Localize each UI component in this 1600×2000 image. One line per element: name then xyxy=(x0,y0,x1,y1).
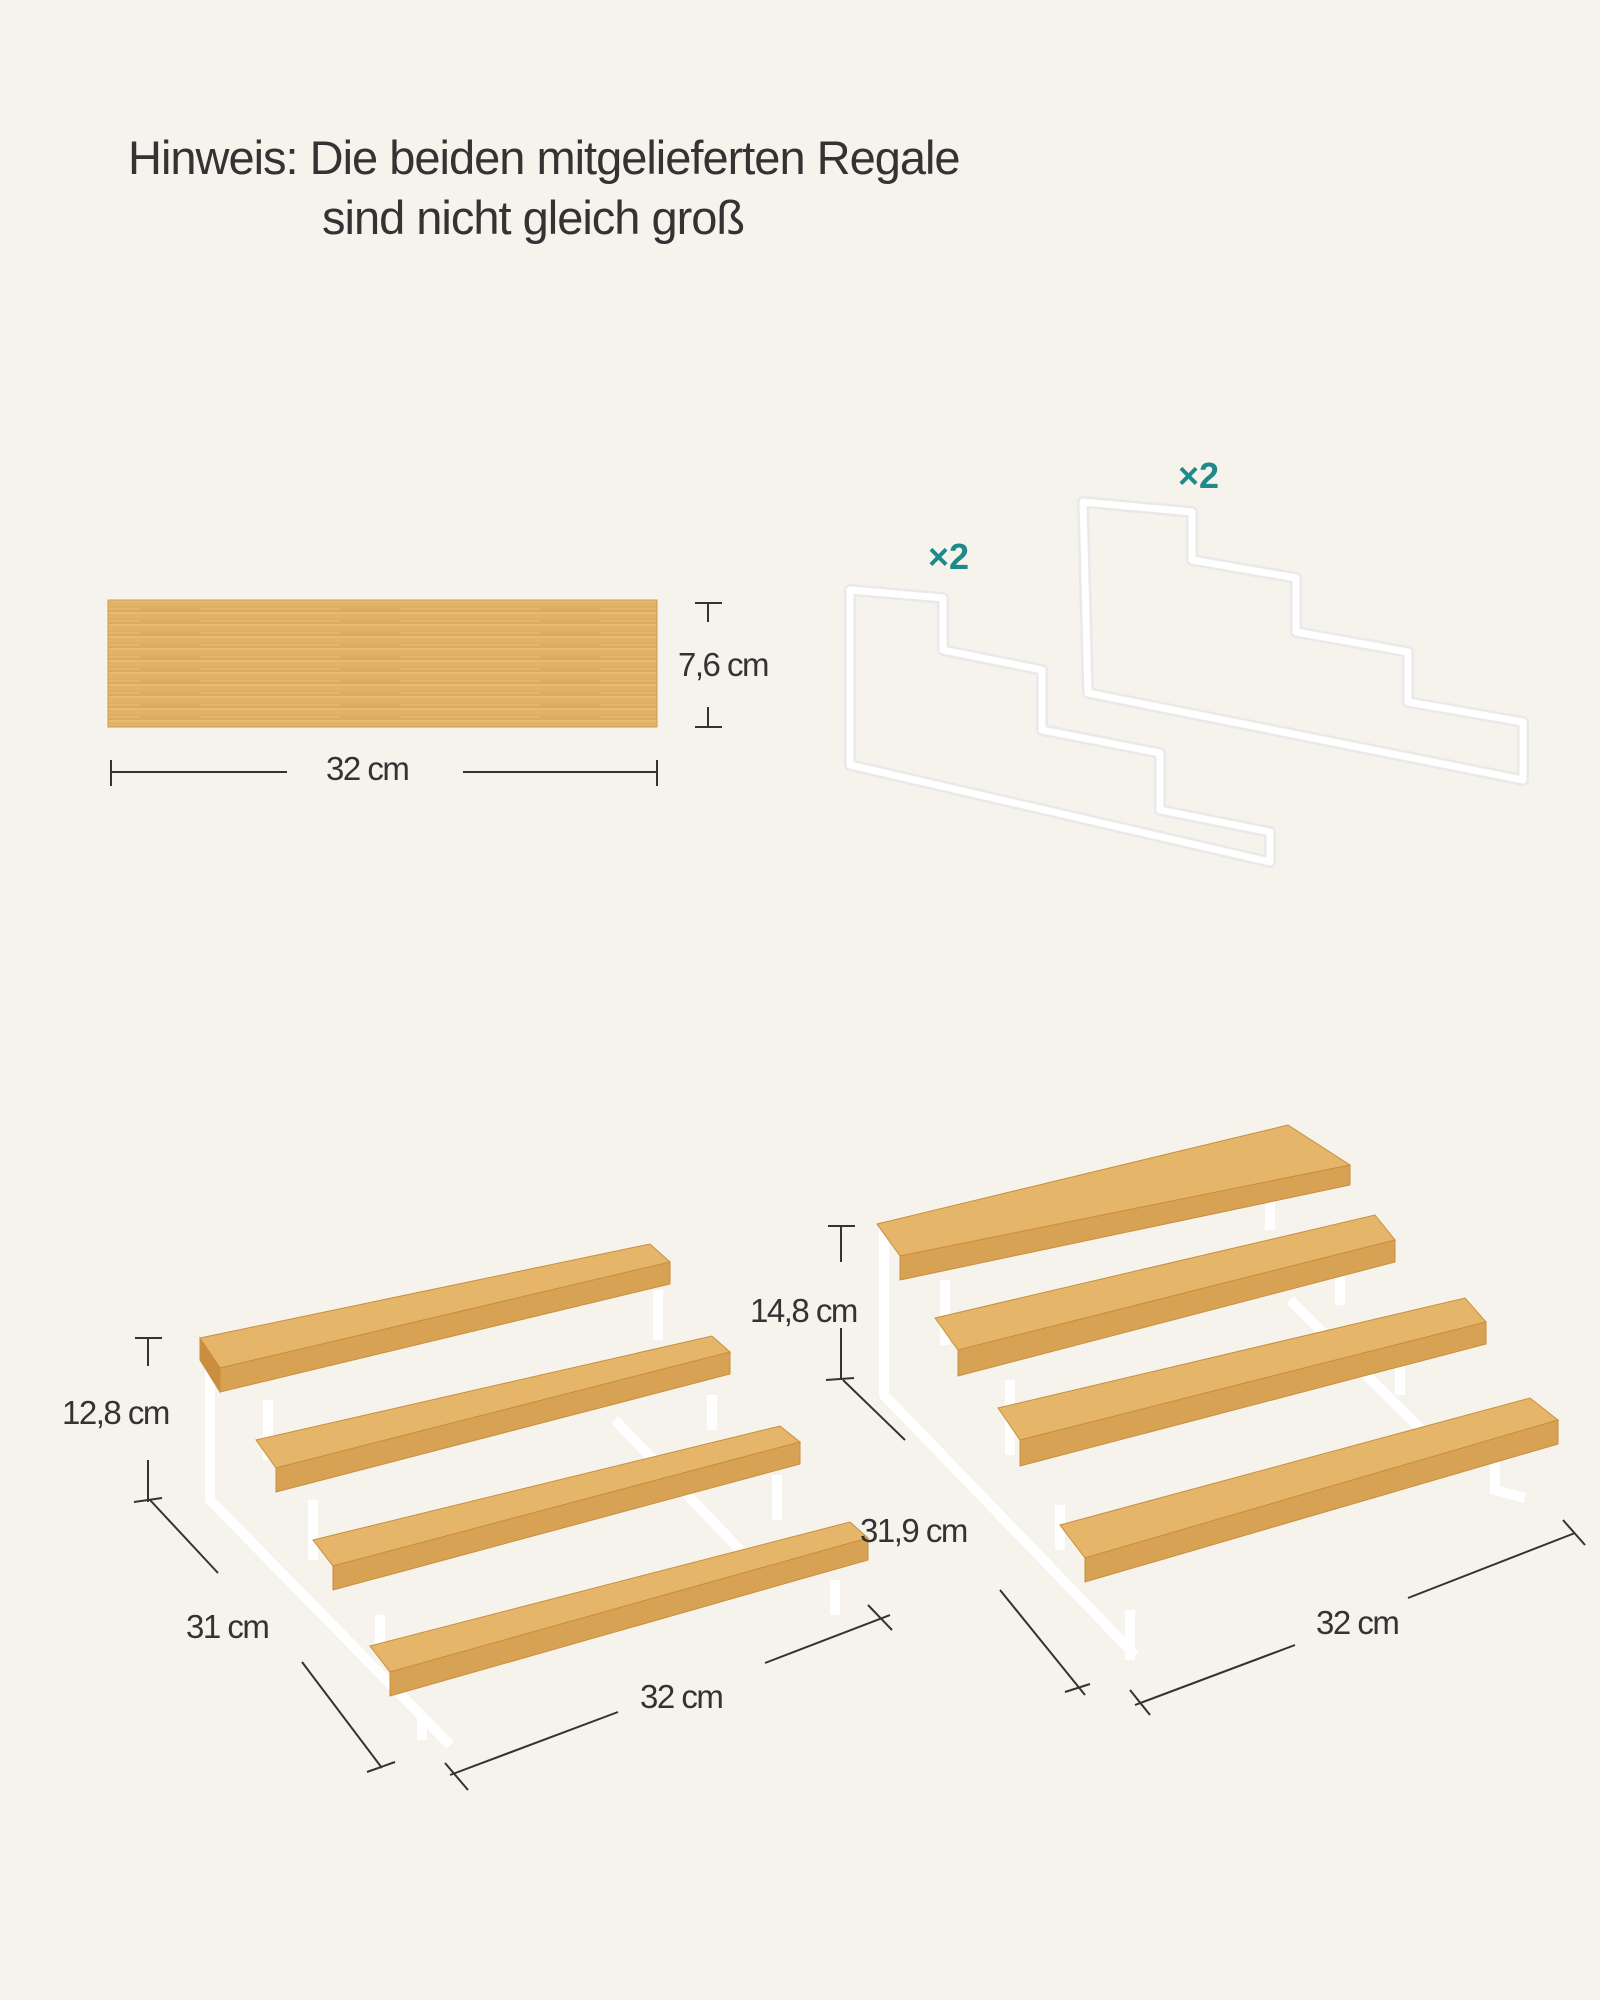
board-height-dimension xyxy=(695,602,722,728)
large-shelf-illustration xyxy=(876,1124,1560,1660)
board-height-label: 7,6 cm xyxy=(678,646,770,683)
large-bracket-quantity: ×2 xyxy=(1178,455,1220,496)
note-line-2: sind nicht gleich groß xyxy=(322,191,745,244)
small-shelf-depth-dimension xyxy=(149,1499,396,1773)
small-bracket-quantity: ×2 xyxy=(928,536,970,577)
large-shelf-height-label: 14,8 cm xyxy=(750,1292,858,1329)
small-shelf-height-dimension xyxy=(133,1337,163,1503)
large-shelf-width-label: 32 cm xyxy=(1316,1604,1400,1641)
board-width-dimension xyxy=(110,760,658,786)
small-shelf-depth-label: 31 cm xyxy=(186,1608,270,1645)
large-shelf-depth-label: 31,9 cm xyxy=(860,1512,968,1549)
small-shelf-width-dimension xyxy=(444,1604,893,1791)
small-shelf-height-label: 12,8 cm xyxy=(62,1394,170,1431)
large-shelf-height-dimension xyxy=(825,1225,855,1381)
board-width-label: 32 cm xyxy=(326,750,410,787)
large-shelf-width-dimension xyxy=(1129,1519,1586,1716)
small-shelf-illustration xyxy=(199,1243,870,1749)
small-shelf-width-label: 32 cm xyxy=(640,1678,724,1715)
note-heading: Hinweis: Die beiden mitgelieferten Regal… xyxy=(128,128,961,248)
note-line-1: Hinweis: Die beiden mitgelieferten Regal… xyxy=(128,131,961,184)
bamboo-board xyxy=(107,599,658,728)
large-shelf-depth-dimension xyxy=(842,1379,1091,1696)
